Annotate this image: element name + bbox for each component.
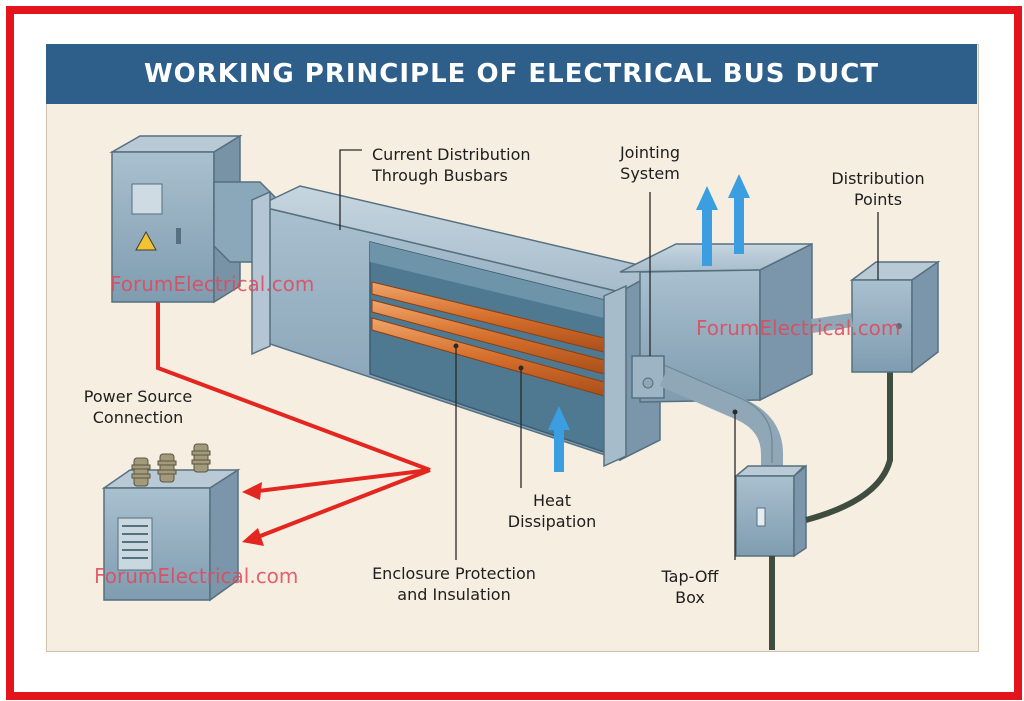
label-jointing-system: Jointing System — [608, 142, 692, 184]
copper-busbars — [371, 281, 605, 397]
label-power-source-line1: Power Source — [83, 387, 193, 406]
tap-off-box — [733, 464, 807, 558]
leader-dots — [453, 343, 738, 415]
label-tap-off-line2: Box — [675, 588, 705, 607]
label-heat-dissipation-line1: Heat — [533, 491, 571, 510]
second-duct-segment — [619, 242, 813, 403]
label-distribution-points-line1: Distribution — [831, 169, 925, 188]
label-current-distribution-line2: Through Busbars — [372, 166, 508, 185]
label-jointing-system-line2: System — [620, 164, 680, 183]
label-enclosure-line1: Enclosure Protection — [372, 564, 536, 583]
label-leader-lines — [339, 149, 879, 560]
label-distribution-points-line2: Points — [853, 190, 903, 209]
label-jointing-system-line1: Jointing — [619, 143, 681, 162]
diagram-title: WORKING PRINCIPLE OF ELECTRICAL BUS DUCT — [143, 59, 880, 89]
label-power-source-line2: Connection — [92, 408, 184, 427]
label-power-source: Power Source Connection — [70, 386, 206, 428]
transformer-bushings — [131, 443, 211, 487]
power-arrowhead-lower — [242, 528, 264, 546]
control-panel-box — [109, 134, 243, 304]
power-cable-lines — [156, 300, 431, 542]
heat-arrows-top — [696, 174, 750, 266]
label-current-distribution: Current Distribution Through Busbars — [372, 144, 531, 186]
watermark-right: ForumElectrical.com — [696, 316, 901, 340]
power-arrowhead-upper — [242, 482, 262, 500]
joint-flange — [603, 284, 627, 468]
transformer — [101, 468, 241, 602]
title-bar: WORKING PRINCIPLE OF ELECTRICAL BUS DUCT — [46, 44, 977, 104]
label-enclosure-protection: Enclosure Protection and Insulation — [354, 563, 554, 605]
label-distribution-points: Distribution Points — [820, 168, 936, 210]
jointing-bolt — [642, 377, 654, 389]
label-current-distribution-line1: Current Distribution — [372, 145, 531, 164]
distribution-point-box — [849, 260, 941, 374]
main-bus-duct — [251, 185, 663, 462]
label-tap-off-box: Tap-Off Box — [650, 566, 730, 608]
label-enclosure-line2: and Insulation — [397, 585, 511, 604]
label-tap-off-line1: Tap-Off — [661, 567, 719, 586]
label-heat-dissipation-line2: Dissipation — [507, 512, 597, 531]
distribution-connector — [810, 313, 854, 333]
label-heat-dissipation: Heat Dissipation — [492, 490, 612, 532]
tap-off-cable-to-distribution — [805, 372, 893, 523]
jointing-block — [631, 355, 665, 399]
watermark-top-left: ForumElectrical.com — [110, 272, 315, 296]
heat-arrow-inside — [548, 406, 570, 472]
watermark-bottom-left: ForumElectrical.com — [94, 564, 299, 588]
